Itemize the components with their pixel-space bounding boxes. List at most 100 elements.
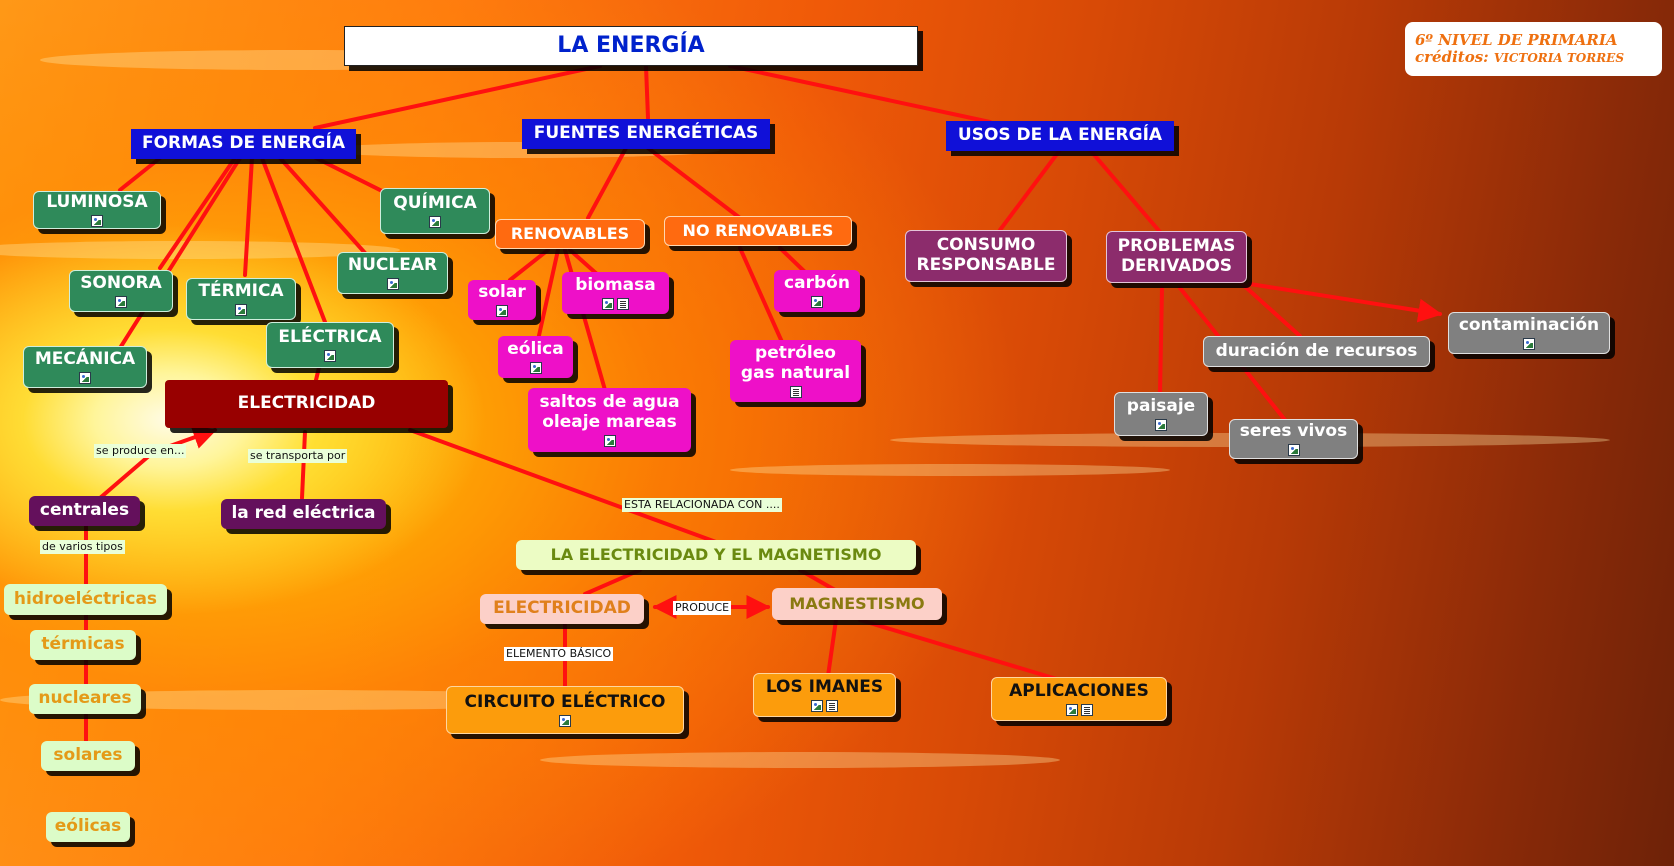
document-icon[interactable] [617,297,629,310]
image-icon[interactable] [529,361,542,374]
node-label: NUCLEAR [347,255,438,276]
map-title-text: LA ENERGÍA [557,33,705,59]
node-label: solar [478,282,526,303]
node-label: CONSUMO [936,235,1036,256]
image-icon[interactable] [91,214,103,227]
credits-author: VICTORIA TORRES [1493,51,1624,65]
node-label: ELECTRICIDAD [237,393,376,414]
node-quimica[interactable]: QUÍMICA [380,188,490,234]
node-eolica[interactable]: eólica [498,336,573,378]
node-electricidad[interactable]: ELECTRICIDAD [165,380,448,428]
image-icon[interactable] [1523,337,1535,350]
node-consumo-responsable[interactable]: CONSUMO RESPONSABLE [905,230,1067,282]
node-los-imanes[interactable]: LOS IMANES [753,673,896,717]
node-label: seres vivos [1239,421,1348,442]
credits-level: 6º NIVEL DE PRIMARIA [1415,30,1618,49]
link-fuentes-norenovables [646,146,742,220]
node-seres-vivos[interactable]: seres vivos [1229,419,1358,459]
image-icon[interactable] [386,277,399,290]
link-label-se-transporta: se transporta por [248,449,348,463]
node-electricidad-2[interactable]: ELECTRICIDAD [480,594,644,624]
image-icon[interactable] [1065,703,1078,716]
image-icon[interactable] [602,297,614,310]
node-label: térmicas [41,634,125,655]
node-label: NO RENOVABLES [682,220,834,240]
node-centrales[interactable]: centrales [29,496,140,526]
link-problemas-paisaje [1158,286,1164,395]
node-termicas[interactable]: térmicas [30,630,136,660]
node-label: centrales [39,500,130,521]
node-label: eólicas [54,816,122,837]
link-electricidad-red [300,430,307,500]
document-icon[interactable] [1080,703,1093,716]
link-label-produce: PRODUCE [673,601,732,615]
document-icon[interactable] [789,385,802,398]
node-duracion-de-recursos[interactable]: duración de recursos [1203,336,1430,367]
node-label: SONORA [80,273,162,294]
link-formas-mecanica [118,156,242,350]
node-electricidad-y-magnetismo[interactable]: LA ELECTRICIDAD Y EL MAGNETISMO [516,540,916,570]
image-icon[interactable] [1155,418,1167,431]
node-problemas-derivados[interactable]: PROBLEMAS DERIVADOS [1106,231,1247,283]
node-nuclear[interactable]: NUCLEAR [337,252,448,294]
link-renovables-solar [508,248,550,282]
node-termica[interactable]: TÉRMICA [186,278,296,320]
credits-prefix: créditos: [1415,48,1489,66]
image-icon[interactable] [324,349,336,362]
node-label: TÉRMICA [198,281,284,302]
node-mecanica[interactable]: MECÁNICA [23,346,147,388]
node-usos-de-la-energia[interactable]: USOS DE LA ENERGÍA [946,121,1174,151]
link-formas-termica [243,156,254,277]
image-icon[interactable] [1287,443,1300,456]
node-label: duración de recursos [1215,340,1418,361]
node-eolicas[interactable]: eólicas [46,812,130,842]
node-label: ELÉCTRICA [278,327,382,348]
link-formas-nuclear [278,156,367,255]
image-icon[interactable] [811,295,823,308]
node-fuentes-energeticas[interactable]: FUENTES ENERGÉTICAS [522,119,770,149]
link-norenovables-carbon [778,246,807,274]
image-icon[interactable] [811,699,823,712]
node-renovables[interactable]: RENOVABLES [495,219,645,249]
node-biomasa[interactable]: biomasa [562,272,669,314]
node-electrica[interactable]: ELÉCTRICA [266,322,394,368]
node-label: FORMAS DE ENERGÍA [141,133,345,154]
node-carbon[interactable]: carbón [774,270,860,312]
credits-box: 6º NIVEL DE PRIMARIA créditos: VICTORIA … [1405,22,1662,76]
node-solar[interactable]: solar [468,280,536,320]
node-saltos-de-agua[interactable]: saltos de agua oleaje mareas [528,388,691,452]
node-label: LA ELECTRICIDAD Y EL MAGNETISMO [550,544,882,564]
image-icon[interactable] [235,303,247,316]
node-paisaje[interactable]: paisaje [1114,392,1208,436]
image-icon[interactable] [496,304,508,317]
node-luminosa[interactable]: LUMINOSA [33,191,161,229]
node-nucleares[interactable]: nucleares [29,684,141,714]
image-icon[interactable] [603,434,616,447]
node-label: RESPONSABLE [916,255,1056,275]
image-icon[interactable] [429,215,441,228]
node-label: MAGNESTISMO [789,593,925,613]
node-red-electrica[interactable]: la red eléctrica [221,499,386,529]
node-no-renovables[interactable]: NO RENOVABLES [664,216,852,246]
image-icon[interactable] [79,371,91,384]
node-label: CIRCUITO ELÉCTRICO [464,692,666,713]
node-petroleo[interactable]: petróleo gas natural [730,340,861,402]
node-formas-de-energia[interactable]: FORMAS DE ENERGÍA [131,129,356,159]
node-magnetismo[interactable]: MAGNESTISMO [772,588,942,620]
node-sonora[interactable]: SONORA [69,270,173,312]
node-solares[interactable]: solares [41,741,135,771]
image-icon[interactable] [559,714,571,727]
node-aplicaciones[interactable]: APLICACIONES [991,677,1167,721]
node-label: LUMINOSA [46,192,148,213]
node-label: MECÁNICA [34,349,136,370]
link-electricidad-centrales [98,453,152,500]
node-contaminacion[interactable]: contaminación [1448,312,1610,354]
document-icon[interactable] [826,699,838,712]
image-icon[interactable] [115,295,127,308]
node-hidroelectricas[interactable]: hidroeléctricas [4,584,167,615]
node-circuito-electrico[interactable]: CIRCUITO ELÉCTRICO [446,686,684,734]
link-formas-sonora [158,156,237,270]
link-problemas-contaminacion [1248,282,1443,323]
link-problemas-duracion [1238,280,1302,338]
link-norenovables-petroleo [738,246,784,344]
